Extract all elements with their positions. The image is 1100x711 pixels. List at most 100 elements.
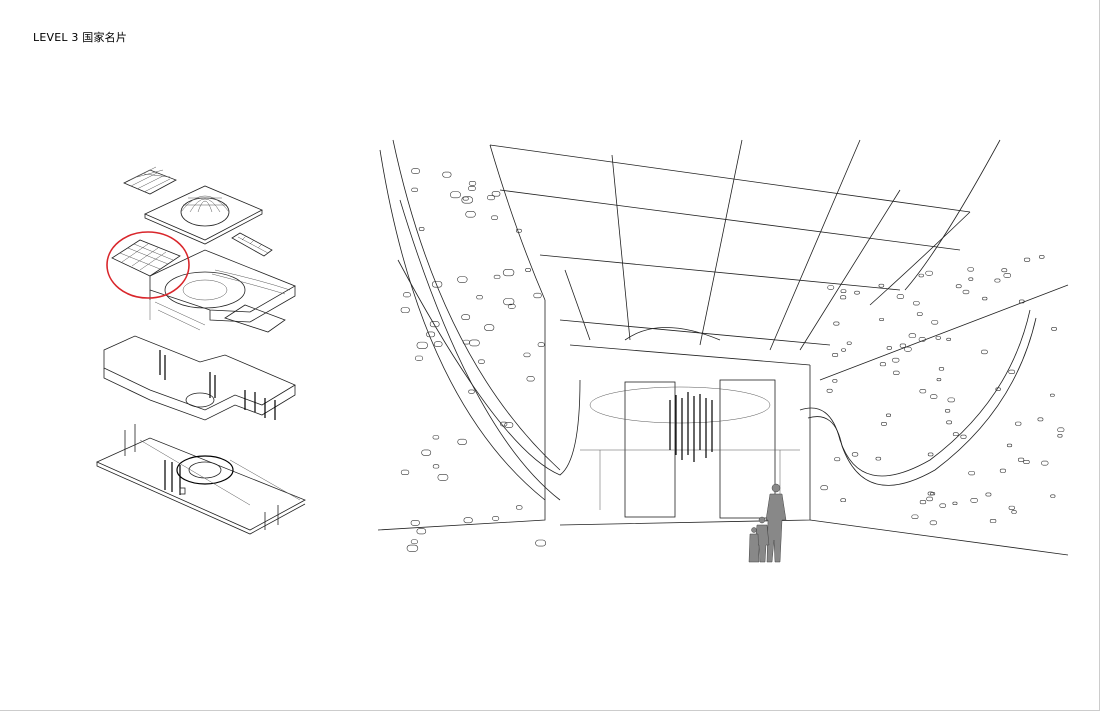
light-fixture [926, 496, 934, 502]
light-fixture [985, 492, 992, 497]
light-fixture [904, 346, 912, 352]
light-fixture [432, 435, 440, 440]
level-2-slab [103, 335, 296, 421]
light-fixture [468, 181, 477, 186]
light-fixture [400, 469, 410, 476]
light-fixture [886, 346, 892, 350]
light-fixture [462, 196, 469, 201]
light-fixture [478, 359, 485, 364]
light-fixture [416, 528, 427, 535]
light-fixture [879, 362, 886, 367]
light-fixture [919, 500, 927, 505]
light-fixture [931, 320, 939, 325]
light-fixture [410, 520, 420, 526]
light-fixture [944, 409, 951, 413]
light-fixture [1008, 369, 1016, 375]
light-fixture [994, 278, 1001, 283]
light-fixture [465, 210, 476, 218]
light-fixture [851, 452, 859, 457]
light-fixture [1018, 299, 1025, 304]
light-fixture [507, 303, 516, 309]
light-fixture [840, 289, 847, 294]
light-fixture [936, 378, 942, 382]
light-fixture [834, 457, 841, 462]
light-fixture [827, 285, 835, 290]
light-fixture [421, 449, 432, 456]
light-fixture [930, 394, 938, 399]
light-fixture [881, 421, 887, 426]
light-fixture [442, 171, 452, 178]
light-fixture [484, 324, 495, 331]
light-fixture [826, 388, 833, 393]
light-fixture [457, 438, 467, 445]
light-fixture [491, 191, 501, 197]
light-fixture [875, 456, 882, 461]
light-fixture [970, 498, 978, 503]
light-fixture [1023, 257, 1031, 262]
light-fixture [930, 492, 936, 496]
light-fixture [929, 520, 937, 526]
light-fixture [1037, 417, 1044, 422]
light-fixture [535, 539, 547, 547]
light-fixture [999, 468, 1006, 473]
light-fixture [1023, 459, 1030, 465]
light-fixture [878, 283, 885, 288]
light-fixture [400, 307, 410, 313]
light-fixture [432, 464, 440, 469]
light-fixture [468, 185, 476, 191]
skylight-grid-panel [123, 166, 177, 195]
light-fixture [967, 267, 974, 272]
light-fixture [968, 277, 974, 281]
light-fixture [913, 301, 920, 306]
light-fixture [461, 196, 474, 204]
light-fixture [908, 333, 917, 339]
light-fixture [989, 518, 997, 524]
light-fixture [431, 281, 443, 288]
light-fixture [832, 353, 839, 357]
light-fixture [968, 470, 976, 476]
exhibition-space [580, 379, 800, 519]
light-fixture [1057, 427, 1065, 433]
light-fixture [892, 357, 900, 363]
light-fixture [457, 276, 468, 283]
light-fixture [462, 339, 470, 345]
light-fixture [1008, 505, 1015, 510]
light-fixture [468, 389, 475, 394]
light-fixture [437, 474, 449, 481]
light-fixture [504, 422, 514, 428]
level-1-slab [96, 424, 306, 535]
light-fixture [1051, 327, 1057, 331]
light-fixture [461, 314, 471, 320]
light-fixture [935, 336, 941, 340]
light-fixture [995, 387, 1001, 391]
light-fixture [846, 341, 852, 345]
light-fixture [919, 389, 927, 394]
light-fixture [841, 348, 846, 352]
light-fixture [533, 292, 542, 299]
light-fixture [433, 341, 443, 347]
light-fixture [515, 228, 522, 233]
light-fixture [946, 420, 952, 425]
curved-walls [377, 139, 1069, 556]
light-fixture [833, 321, 840, 326]
light-fixture [414, 355, 424, 361]
light-fixture [927, 491, 934, 496]
light-fixture [980, 349, 988, 355]
highlight-circle [106, 231, 190, 299]
ceiling-grid [489, 139, 971, 366]
light-fixture [523, 352, 531, 358]
light-fixture [1049, 393, 1055, 397]
light-fixture [463, 517, 473, 524]
light-fixture [938, 367, 945, 371]
wall-light-fixtures [400, 168, 1065, 552]
light-fixture [886, 413, 892, 417]
light-fixture [410, 539, 418, 544]
light-fixture [1003, 273, 1011, 278]
light-fixture [952, 432, 959, 437]
light-fixture [916, 312, 923, 316]
light-fixture [411, 187, 419, 193]
light-fixture [1015, 421, 1022, 426]
light-fixture [820, 485, 828, 491]
